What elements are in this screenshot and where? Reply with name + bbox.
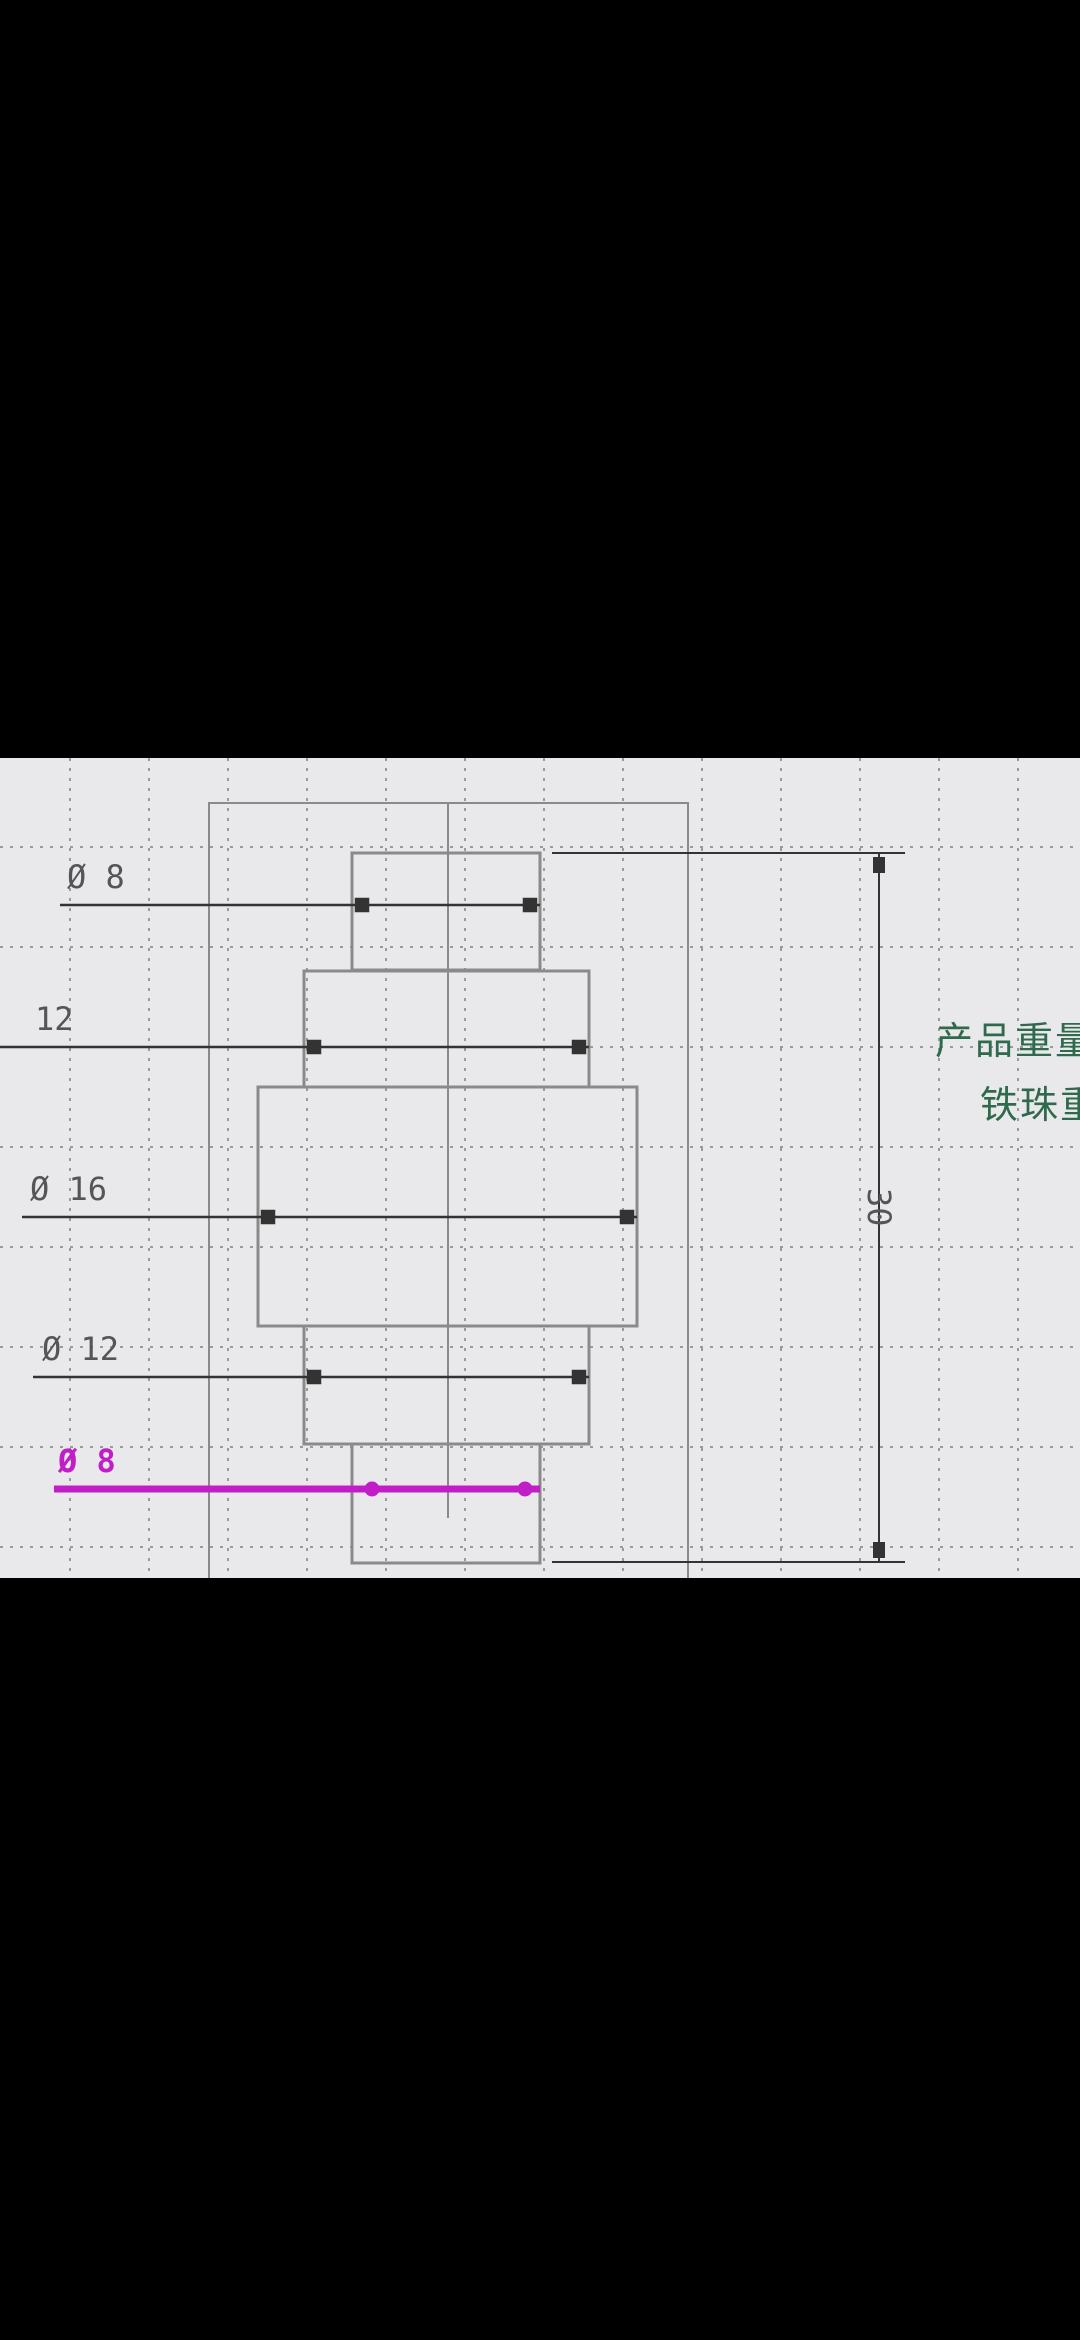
drawing-canvas: Ø 8 12 Ø 16 Ø 12 Ø 8 30 [0,758,1080,1578]
dim-label-d8-top: Ø 8 [67,858,125,896]
dim-label-d16: Ø 16 [30,1170,107,1208]
dim-label-d8-bottom: Ø 8 [57,1442,116,1480]
dim-label-12: 12 [35,1000,74,1038]
shaft-bottom-step [350,1442,542,1565]
cad-drawing: Ø 8 12 Ø 16 Ø 12 Ø 8 30 产品重量 铁珠重 [0,758,1080,1578]
note-bead-weight: 铁珠重 [980,1083,1080,1127]
note-product-weight: 产品重量 [935,1019,1080,1063]
dim-label-length: 30 [860,1188,898,1227]
dim-label-d12: Ø 12 [42,1330,119,1368]
